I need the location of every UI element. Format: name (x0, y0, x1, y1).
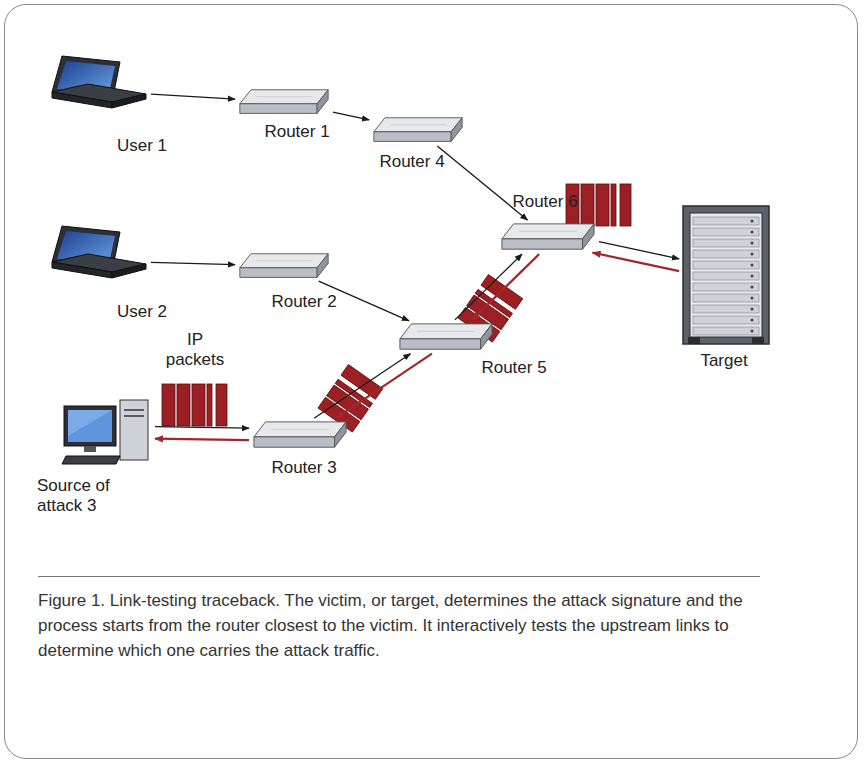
traffic-arrow (155, 427, 249, 429)
device-label: Router 1 (264, 122, 329, 142)
router-node: Router 3 (252, 420, 348, 450)
device-label: Router 5 (481, 358, 546, 378)
router-icon (238, 88, 330, 116)
traffic-arrow (151, 262, 235, 264)
figure-caption: Figure 1. Link-testing traceback. The vi… (38, 588, 773, 663)
traffic-arrow (333, 112, 369, 120)
traffic-arrow (151, 94, 235, 99)
device-label: User 2 (117, 302, 167, 322)
router-icon (500, 222, 596, 252)
laptop-node: User 1 (48, 52, 148, 130)
device-label: Router 4 (379, 152, 444, 172)
traceback-arrow (472, 254, 539, 320)
server-rack-icon (682, 205, 770, 345)
router-icon (372, 116, 464, 144)
laptop-node: User 2 (48, 222, 148, 300)
router-node: Router 5 (398, 322, 494, 352)
traceback-arrow (336, 354, 432, 419)
traffic-arrow (455, 254, 522, 320)
device-label: User 1 (117, 136, 167, 156)
laptop-icon (48, 222, 148, 300)
router-icon (252, 420, 348, 450)
traceback-arrow (155, 439, 249, 441)
router-node: Router 4 (372, 116, 464, 144)
device-label: Source of attack 3 (37, 476, 127, 516)
router-node: Router 1 (238, 88, 330, 116)
laptop-icon (48, 52, 148, 130)
router-icon (238, 252, 330, 280)
traceback-arrow (593, 253, 680, 272)
server-node: Target (682, 205, 770, 345)
device-label: Target (700, 351, 747, 371)
packet-group (162, 384, 227, 426)
device-label: Router 3 (271, 458, 336, 478)
desktop-node: Source of attack 3 (62, 396, 152, 468)
router-node: Router 2 (238, 252, 330, 280)
device-label: Router 6 (512, 192, 577, 212)
caption-rule (38, 576, 760, 577)
desktop-computer-icon (62, 396, 152, 468)
router-icon (398, 322, 494, 352)
router-node: Router 6 (500, 222, 596, 252)
packet-label: IP packets (164, 330, 226, 370)
device-label: Router 2 (271, 292, 336, 312)
traffic-arrow (314, 354, 410, 419)
